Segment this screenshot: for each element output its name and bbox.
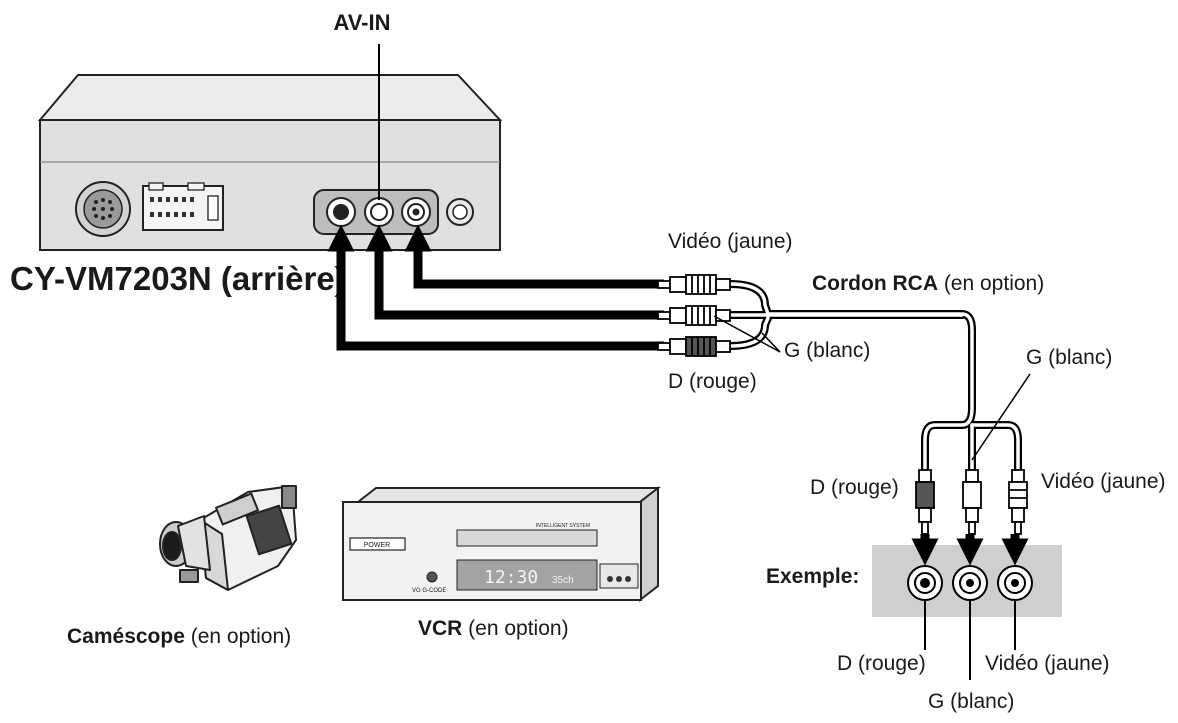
plug-red-right	[915, 469, 935, 535]
left-white-bottom-label: G (blanc)	[928, 690, 1014, 713]
rca-cord-label: Cordon RCA (en option)	[812, 272, 1044, 295]
vcr-brand-label: INTELLIGENT SYSTEM	[536, 523, 590, 529]
extra-jack	[446, 198, 474, 226]
right-rca-plugs	[915, 469, 1028, 535]
example-label: Exemple:	[766, 565, 859, 588]
plug-video-left	[657, 274, 731, 295]
video-yellow-bottom-label: Vidéo (jaune)	[985, 652, 1110, 675]
head-unit	[37, 74, 503, 251]
white-plug-leaders	[713, 315, 781, 353]
plug-white-left	[657, 305, 731, 326]
rca-cord-rest: (en option)	[938, 272, 1044, 295]
plug-red-left	[657, 336, 731, 357]
camcorder-caption-rest: (en option)	[185, 625, 291, 648]
camcorder-caption: Caméscope (en option)	[67, 625, 291, 648]
video-yellow-plug-label: Vidéo (jaune)	[1041, 470, 1166, 493]
rca-cord	[726, 280, 1022, 474]
left-white-right-label: G (blanc)	[1026, 346, 1112, 369]
left-white-mid-label: G (blanc)	[784, 339, 870, 362]
vcr-channel: 35ch	[552, 575, 574, 586]
plug-white-right	[962, 469, 982, 535]
left-rca-plugs	[657, 274, 731, 357]
vcr-icon: POWER INTELLIGENT SYSTEM 12:30 35ch VG G…	[342, 485, 661, 603]
example-panel	[872, 545, 1062, 617]
din-connector	[75, 181, 131, 237]
right-red-bottom-label: D (rouge)	[837, 652, 926, 675]
vcr-caption-rest: (en option)	[462, 617, 568, 640]
right-red-plug-label: D (rouge)	[810, 476, 899, 499]
right-red-top-label: D (rouge)	[668, 370, 757, 393]
example-leaders	[924, 600, 1016, 680]
vcr-caption: VCR (en option)	[418, 617, 569, 640]
av-in-jacks	[313, 189, 439, 235]
vcr-power-label: POWER	[364, 542, 390, 549]
unit-name: CY-VM7203N (arrière)	[10, 260, 346, 297]
camcorder-caption-bold: Caméscope	[67, 625, 185, 648]
video-yellow-top-label: Vidéo (jaune)	[668, 230, 793, 253]
example-arrows	[911, 534, 1029, 566]
vcr-gcode: VG G-CODE	[412, 588, 446, 594]
av-in-label: AV-IN	[333, 10, 390, 35]
vcr-caption-bold: VCR	[418, 617, 462, 640]
vcr-time: 12:30	[484, 567, 538, 588]
camcorder-icon	[159, 485, 297, 591]
white-right-leader	[971, 373, 1031, 461]
multi-pin-connector	[142, 182, 224, 231]
plug-video-right	[1008, 469, 1028, 535]
rca-cord-bold: Cordon RCA	[812, 272, 938, 295]
connection-arrows	[327, 224, 664, 351]
